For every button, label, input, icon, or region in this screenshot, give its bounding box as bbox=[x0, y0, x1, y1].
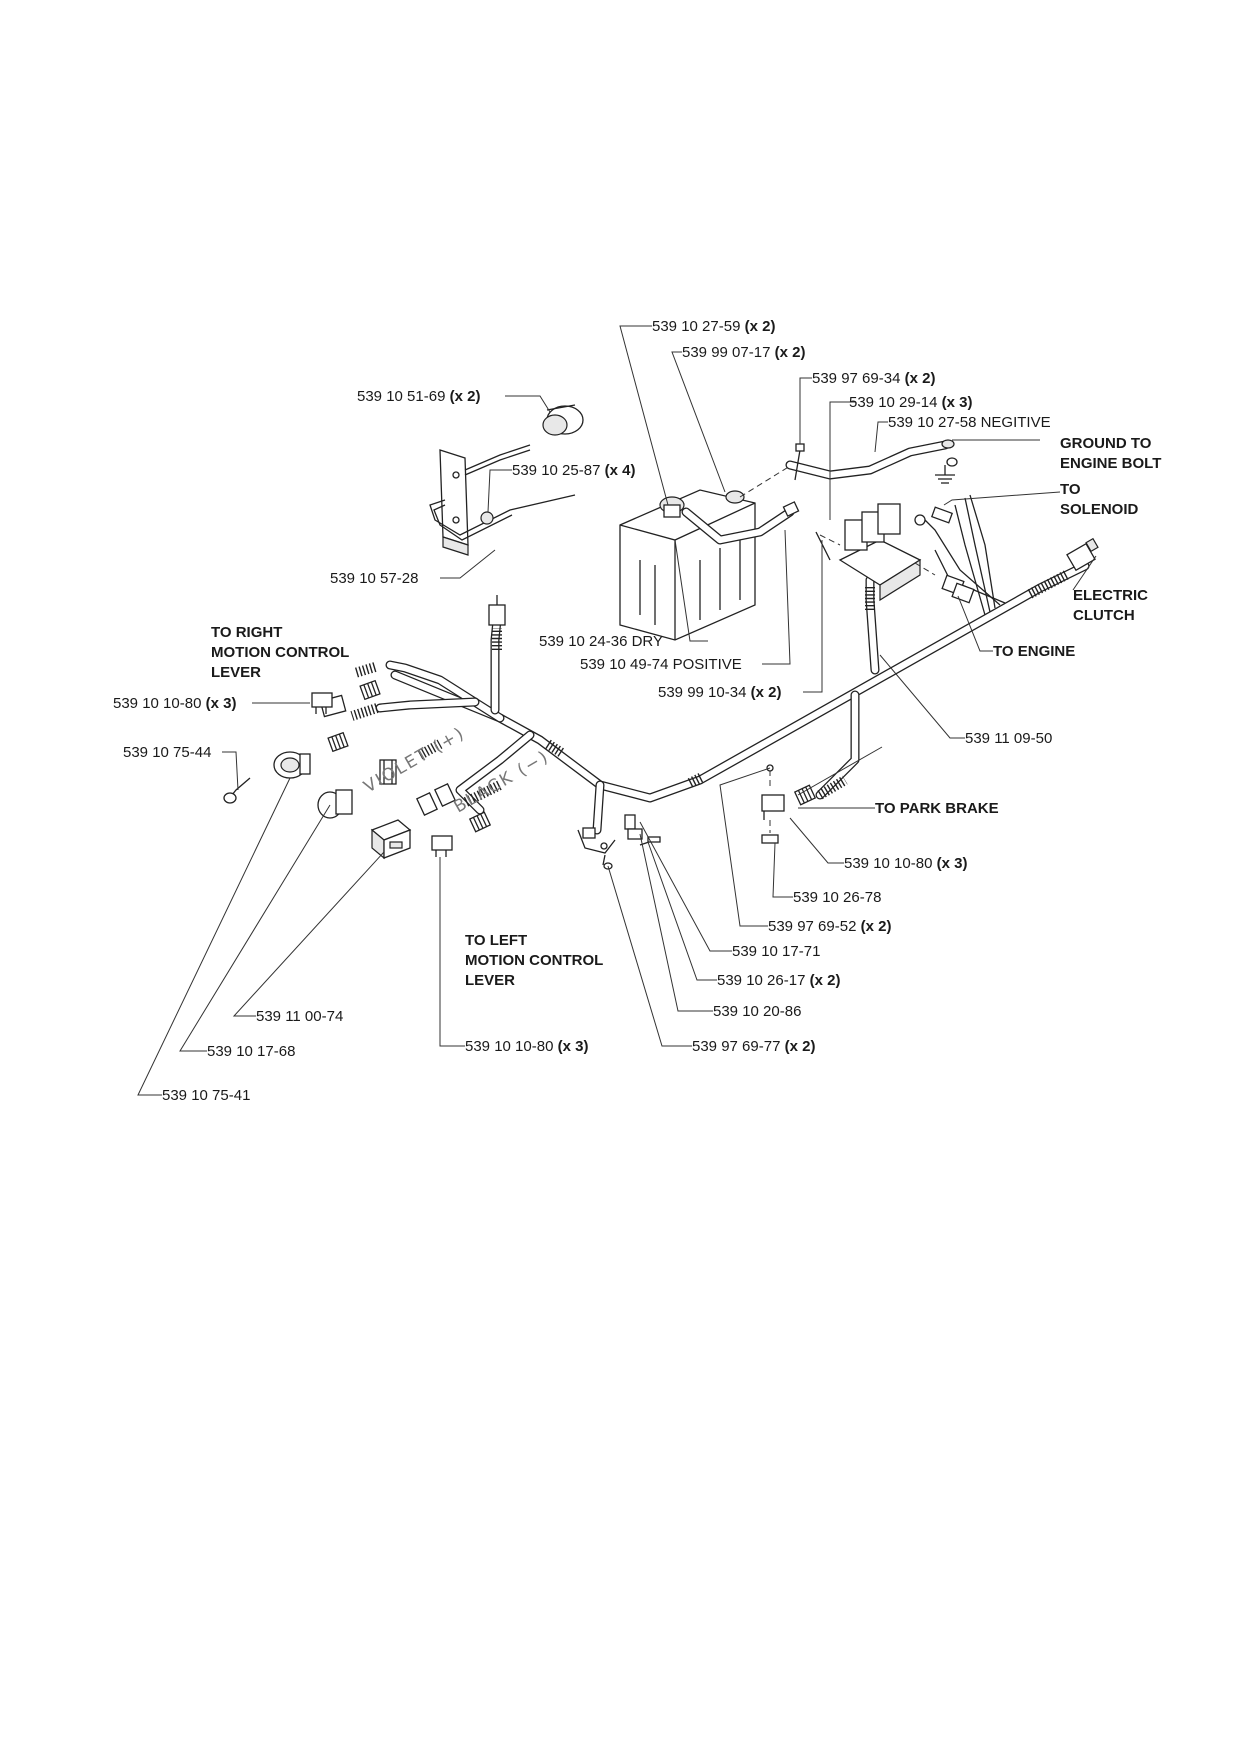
left-motion-connector bbox=[469, 811, 491, 833]
light-switch bbox=[317, 789, 353, 819]
seat-switch-connector bbox=[327, 732, 349, 752]
main-wire-harness bbox=[350, 494, 1090, 835]
callout-electric-clutch: ELECTRIC CLUTCH bbox=[1073, 587, 1152, 624]
callout-to-engine: TO ENGINE bbox=[993, 643, 1075, 660]
label-539-97-69-34: 539 97 69-34 (x 2) bbox=[812, 370, 935, 387]
callout-to-left-motion-control-lever: TO LEFT MOTION CONTROL LEVER bbox=[465, 932, 607, 989]
hour-meter bbox=[370, 819, 412, 860]
label-539-10-27-58: 539 10 27-58 NEGITIVE bbox=[888, 414, 1051, 431]
label-539-10-17-71: 539 10 17-71 bbox=[732, 943, 820, 960]
label-539-11-09-50: 539 11 09-50 bbox=[965, 730, 1052, 747]
label-539-10-75-44: 539 10 75-44 bbox=[123, 744, 211, 761]
violet-wire-label: VIOLET (+) bbox=[361, 723, 469, 797]
part-labels: 539 10 27-59 (x 2) 539 99 07-17 (x 2) 53… bbox=[113, 318, 1052, 1104]
ignition-switch bbox=[273, 751, 311, 779]
control-bracket bbox=[429, 444, 576, 556]
label-539-99-07-17: 539 99 07-17 (x 2) bbox=[682, 344, 805, 361]
left-motion-control-switch bbox=[431, 835, 453, 857]
control-knob bbox=[542, 404, 584, 436]
label-539-10-26-78: 539 10 26-78 bbox=[793, 889, 881, 906]
negative-battery-cable bbox=[785, 439, 955, 480]
park-brake-connector bbox=[794, 784, 816, 806]
label-539-10-49-74: 539 10 49-74 POSITIVE bbox=[580, 656, 742, 673]
label-539-10-10-80-right: 539 10 10-80 (x 3) bbox=[113, 695, 236, 712]
right-motion-control-switch bbox=[311, 692, 333, 714]
label-539-10-20-86: 539 10 20-86 bbox=[713, 1003, 801, 1020]
pto-switch bbox=[624, 814, 661, 846]
label-539-11-00-74: 539 11 00-74 bbox=[256, 1008, 343, 1025]
label-539-10-29-14: 539 10 29-14 (x 3) bbox=[849, 394, 972, 411]
ground-symbol-icon bbox=[935, 465, 955, 484]
callouts: GROUND TO ENGINE BOLT TO SOLENOID ELECTR… bbox=[211, 435, 1161, 989]
label-539-10-51-69: 539 10 51-69 (x 2) bbox=[357, 388, 480, 405]
cable-attach-dash bbox=[739, 465, 791, 498]
label-539-10-27-59: 539 10 27-59 (x 2) bbox=[652, 318, 775, 335]
label-539-97-69-77: 539 97 69-77 (x 2) bbox=[692, 1038, 815, 1055]
relay-board bbox=[815, 503, 936, 602]
label-539-99-10-34: 539 99 10-34 (x 2) bbox=[658, 684, 781, 701]
mid-connectors bbox=[379, 759, 457, 816]
ignition-key bbox=[223, 777, 251, 804]
leader-lines bbox=[137, 325, 1097, 1096]
callout-to-park-brake: TO PARK BRAKE bbox=[875, 800, 999, 817]
callout-to-solenoid: TO SOLENOID bbox=[1060, 481, 1139, 518]
label-539-10-10-80-left: 539 10 10-80 (x 3) bbox=[465, 1038, 588, 1055]
lower-bracket bbox=[577, 827, 616, 866]
label-539-97-69-52: 539 97 69-52 (x 2) bbox=[768, 918, 891, 935]
solenoid-terminals bbox=[914, 457, 958, 526]
park-brake-switch bbox=[761, 764, 785, 844]
electric-clutch-connector bbox=[1066, 537, 1099, 572]
label-539-10-75-41: 539 10 75-41 bbox=[162, 1087, 250, 1104]
label-539-10-10-80-park: 539 10 10-80 (x 3) bbox=[844, 855, 967, 872]
label-539-10-57-28: 539 10 57-28 bbox=[330, 570, 418, 587]
label-539-10-17-68: 539 10 17-68 bbox=[207, 1043, 295, 1060]
label-539-10-24-36: 539 10 24-36 DRY bbox=[539, 633, 663, 650]
label-539-10-26-17: 539 10 26-17 (x 2) bbox=[717, 972, 840, 989]
positive-battery-cable bbox=[681, 501, 800, 545]
engine-connector bbox=[941, 574, 975, 604]
label-539-10-25-87: 539 10 25-87 (x 4) bbox=[512, 462, 635, 479]
callout-ground-to-engine-bolt: GROUND TO ENGINE BOLT bbox=[1060, 435, 1161, 472]
callout-to-right-motion-control-lever: TO RIGHT MOTION CONTROL LEVER bbox=[211, 624, 353, 681]
top-riser-connector bbox=[488, 595, 506, 626]
